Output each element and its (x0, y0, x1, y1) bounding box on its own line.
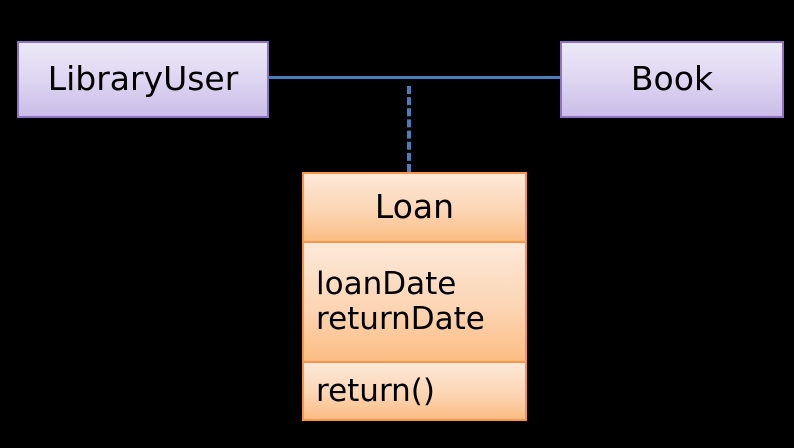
class-box-loan[interactable]: Loan loanDate returnDate return() (302, 172, 527, 421)
class-box-libraryuser[interactable]: LibraryUser (17, 41, 269, 118)
association-line-libraryuser-book[interactable] (269, 76, 560, 79)
class-attribute-loandate: loanDate (316, 266, 457, 303)
class-attributes-compartment-loan: loanDate returnDate (304, 241, 525, 361)
class-operations-compartment-loan: return() (304, 361, 525, 419)
class-name-compartment-loan: Loan (304, 174, 525, 241)
class-attribute-returndate: returnDate (316, 301, 485, 337)
class-box-book[interactable]: Book (560, 41, 784, 118)
class-title-libraryuser: LibraryUser (47, 59, 239, 99)
class-title-loan: Loan (374, 187, 455, 227)
class-operation-return: return() (316, 372, 435, 409)
class-name-compartment-book: Book (562, 43, 782, 116)
class-title-book: Book (630, 59, 714, 99)
class-name-compartment-libraryuser: LibraryUser (19, 43, 267, 116)
association-class-dashed-link[interactable] (407, 86, 411, 172)
